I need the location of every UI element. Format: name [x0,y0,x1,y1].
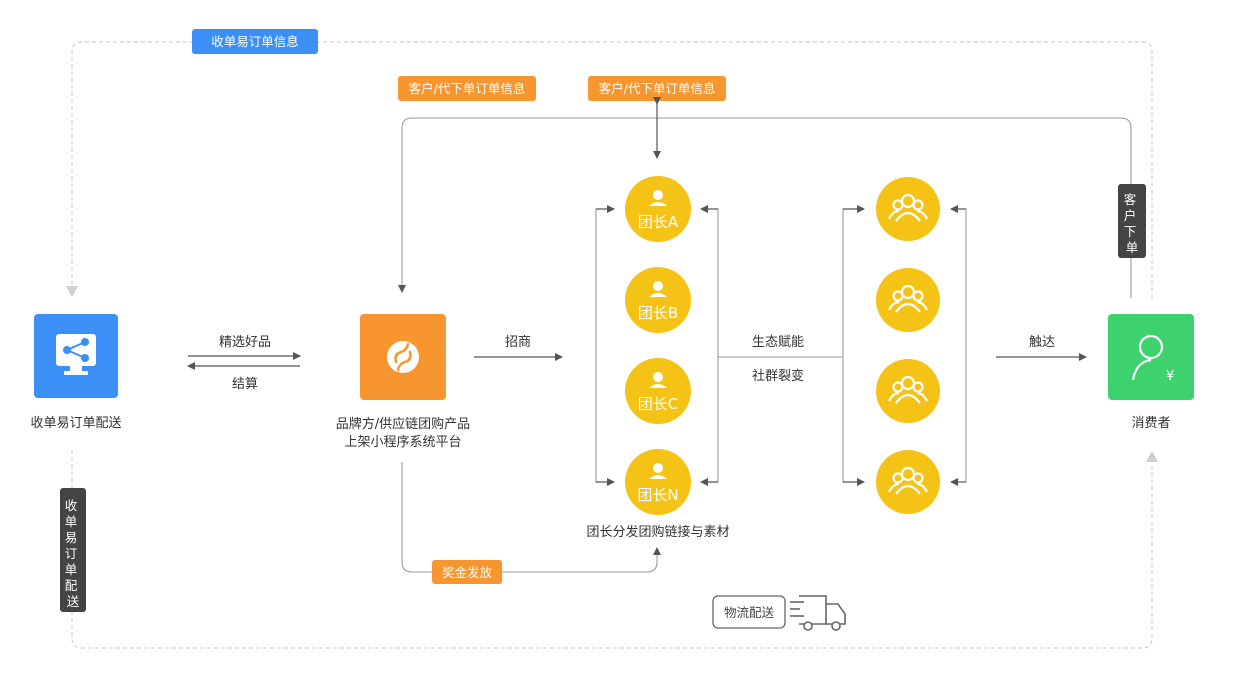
tag-logistics [712,595,786,629]
person-icon [653,463,663,473]
groups-left-bracket [842,208,860,483]
tag-delivery-vertical-text: 收 单 易 订 单 配 送 [65,498,82,609]
tag-logistics-text: 物流配送 [724,605,775,620]
group-icon [888,284,928,313]
platform-label-line1: 品牌方/供应链团购产品 [336,416,470,432]
person-icon [653,190,663,200]
tag-bonus [432,560,502,584]
community-group-4 [876,450,940,514]
edge-ecosystem: 生态赋能 [752,335,804,350]
vchar: 客 [1124,192,1137,207]
tag-customer-place-order [1118,184,1146,258]
tag-customer-order-left [398,76,536,101]
up-arrow-icon [1146,451,1158,462]
person-icon [653,281,663,291]
yuan-icon: ¥ [1166,369,1174,384]
vchar: 单 [1126,240,1139,255]
leader-b-label: 团长B [638,304,678,322]
tag-customer-order-left-text: 客户/代下单订单信息 [409,81,526,96]
leader-n-label: 团长N [637,486,678,504]
leader-c-label: 团长C [638,395,678,413]
vchar: 配 [65,578,78,593]
group-icon [888,193,928,222]
vchar: 易 [65,530,78,545]
vchar: 单 [65,514,78,529]
vchar: 下 [1124,224,1137,239]
tag-delivery-vertical [60,488,86,612]
vchar: 单 [65,562,78,577]
leaders-left-bracket [595,208,612,483]
group-icon [888,375,928,404]
shoudanyi-label: 收单易订单配送 [30,416,121,431]
vchar: 户 [1124,208,1137,223]
leader-a: 团长A [625,176,691,242]
bonus-line [401,462,661,573]
edge-settlement: 结算 [232,377,258,392]
platform-label-line2: 上架小程序系统平台 [344,435,461,450]
outer-dashed-loop [71,41,1153,300]
person-icon [653,372,663,382]
edge-select-products: 精选好品 [219,335,271,350]
leader-b: 团长B [625,267,691,333]
leaders-right-bracket [703,208,719,483]
consumer-label: 消费者 [1131,416,1170,431]
edge-reach: 触达 [1029,335,1055,350]
community-group-2 [876,268,940,332]
outer-dashed-bottom [71,450,1153,649]
groups-right-bracket [952,208,967,483]
group-icon [888,466,928,495]
consumer-icon [1131,334,1164,381]
vchar: 订 [65,546,78,561]
tag-top-order-info-text: 收单易订单信息 [211,34,299,49]
vchar: 送 [67,594,80,609]
share-screen-icon [56,334,96,375]
leader-a-label: 团长A [638,213,679,231]
edge-investment: 招商 [505,335,531,350]
tag-customer-order-right-text: 客户/代下单订单信息 [599,81,716,96]
leader-c: 团长C [625,358,691,424]
edge-community-fission: 社群裂变 [752,368,804,384]
tag-customer-order-right [588,76,726,101]
leader-distribute-label: 团长分发团购链接与素材 [586,524,729,540]
down-arrow-icon [66,286,78,297]
truck-icon [790,595,846,631]
tag-top-order-info [192,29,318,54]
tag-bonus-text: 奖金发放 [442,565,493,580]
mini-program-icon [387,341,419,373]
community-group-1 [876,177,940,241]
tag-customer-place-order-text: 客 户 下 单 [1124,192,1141,255]
vchar: 收 [65,498,78,513]
order-loop-line [398,117,1132,298]
community-group-3 [876,359,940,423]
leader-n: 团长N [625,449,691,515]
